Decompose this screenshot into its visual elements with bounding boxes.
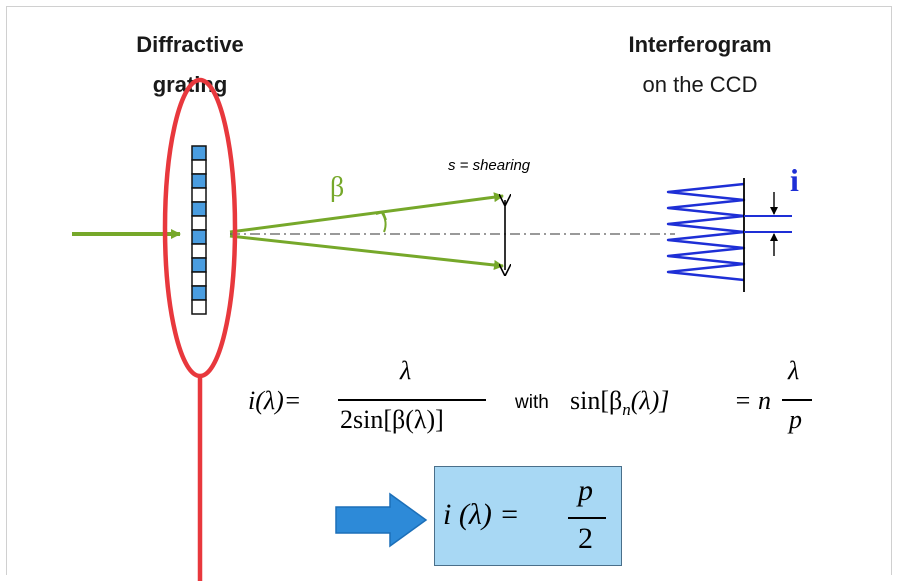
eq-rhs-equals: = n xyxy=(734,386,772,415)
result-arrow xyxy=(335,492,428,548)
eq-rhs-mid: (λ)] xyxy=(630,386,670,415)
beta-label: β xyxy=(330,172,345,203)
slide-frame xyxy=(6,6,892,575)
interferogram-subtitle: on the CCD xyxy=(642,72,758,97)
beta-arc-head xyxy=(375,210,387,221)
result-box xyxy=(434,466,622,566)
result-numerator: p xyxy=(578,474,593,507)
eq-connector: with xyxy=(515,392,549,413)
result-fraction-bar xyxy=(568,517,606,519)
shearing-label: s = shearing xyxy=(448,157,531,174)
result-denominator: 2 xyxy=(578,522,593,555)
eq-rhs-subscript: n xyxy=(622,400,631,420)
eq-main-numerator: λ xyxy=(400,356,412,385)
eq-main-fraction-bar xyxy=(338,399,486,401)
eq-main-lhs: i(λ)= xyxy=(248,386,302,415)
interferogram-fringes xyxy=(666,182,746,282)
diffracted-beam-upper xyxy=(229,192,504,234)
eq-main-denominator: 2sin[β(λ)] xyxy=(340,405,444,434)
eq-rhs-sin: sin[β xyxy=(570,386,623,415)
eq-rhs-numerator: λ xyxy=(788,356,800,385)
eq-rhs-denominator: p xyxy=(789,405,802,434)
interferogram-title: Interferogram xyxy=(628,32,772,57)
diffracted-beam-lower xyxy=(229,234,504,270)
i-label: i xyxy=(790,162,799,198)
grating-title-line1: Diffractive xyxy=(136,32,244,57)
grating-stack xyxy=(191,145,207,315)
eq-rhs-fraction-bar xyxy=(782,399,812,401)
eq-rhs-left: sin[βn(λ)] xyxy=(570,386,669,420)
result-lhs: i (λ) = xyxy=(443,498,520,531)
